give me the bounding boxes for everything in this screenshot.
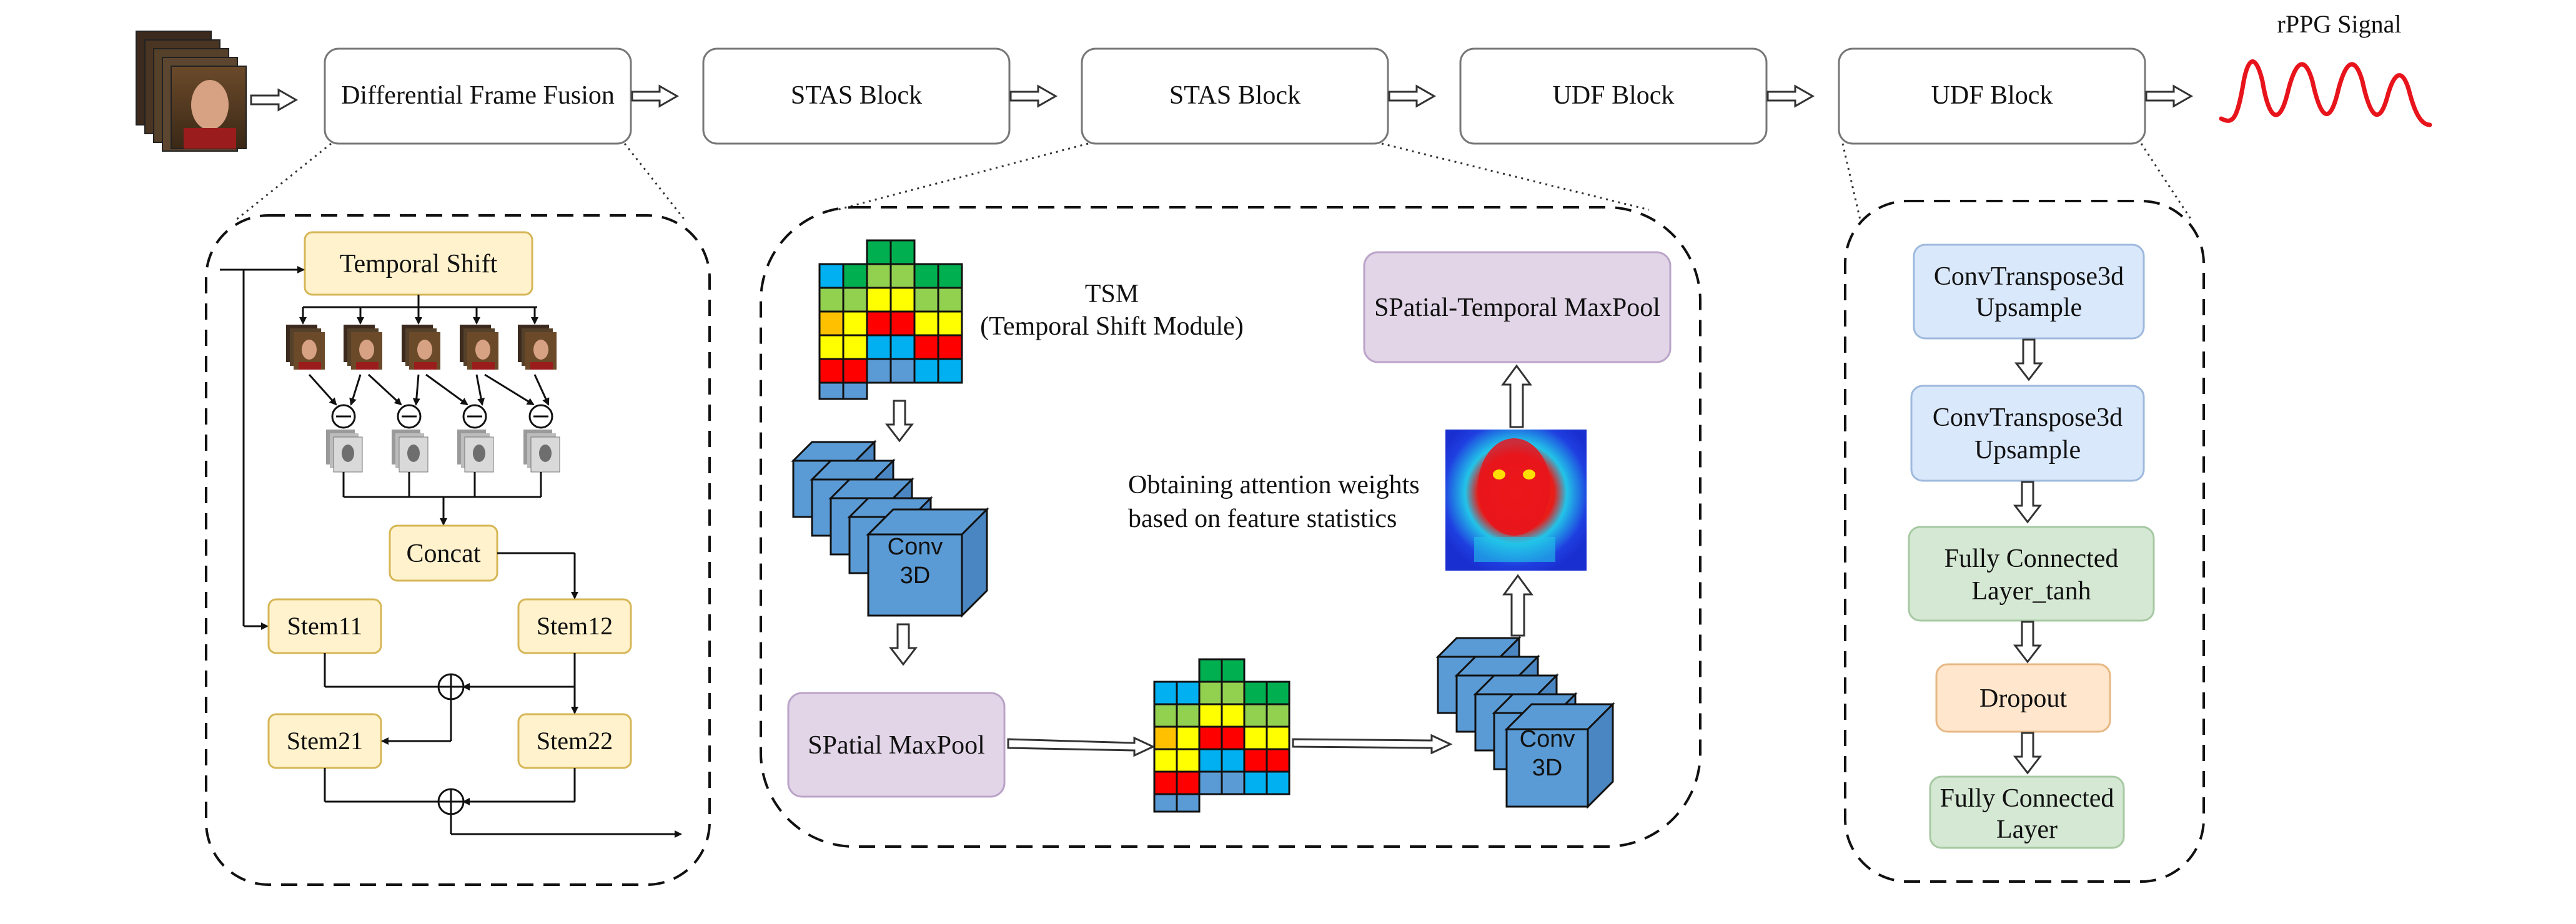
svg-text:Upsample: Upsample [1974,436,2081,464]
spatial-maxpool-box[interactable]: SPatial MaxPool [787,692,1006,798]
heatmap-to-stpool-arrow [1501,364,1532,428]
concat-box[interactable]: Concat [389,524,498,582]
udf-block-2[interactable]: UDF Block [1838,47,2146,145]
dff-detail-panel: Temporal Shift [205,214,711,886]
dff-block-label: Differential Frame Fusion [341,81,615,110]
difference-frames [326,430,560,473]
udf-block-2-label: UDF Block [1931,81,2053,110]
svg-text:Dropout: Dropout [1979,684,2067,713]
svg-text:Layer: Layer [1996,815,2058,844]
svg-text:SPatial MaxPool: SPatial MaxPool [808,731,985,760]
dff-connectors [220,266,538,630]
svg-text:Stem11: Stem11 [287,612,363,640]
conv3d-label-2-line2: 3D [1532,755,1563,781]
udf-block-1-label: UDF Block [1553,81,1675,110]
stas-block-1-label: STAS Block [791,81,922,110]
svg-text:ConvTranspose3d: ConvTranspose3d [1933,403,2123,432]
conv3d-cube-stack-2: Conv 3D [1435,636,1615,809]
udf-item-5[interactable]: Fully Connected Layer [1929,775,2125,849]
svg-text:TSM: TSM [1085,280,1139,308]
merge-connectors [342,472,542,526]
stas-block-2-label: STAS Block [1169,81,1300,110]
svg-text:Temporal Shift: Temporal Shift [340,250,498,278]
conv3d-cube-stack-1: Conv 3D [791,440,989,618]
conv-to-heatmap-arrow [1502,574,1533,637]
shifted-frames [286,325,557,370]
rppg-signal-label: rPPG Signal [2277,10,2402,38]
svg-text:Stem21: Stem21 [287,727,363,755]
stas-detail-panel: TSM (Temporal Shift Module) Conv 3D [760,206,1702,848]
svg-text:Upsample: Upsample [1976,293,2082,322]
conv3d-label-2-line1: Conv [1520,726,1575,752]
svg-text:Stem12: Stem12 [537,612,613,640]
stem-connectors [324,552,682,838]
svg-text:Fully Connected: Fully Connected [1940,784,2114,813]
maxpool-to-grid-arrow [1007,736,1156,757]
udf-item-1[interactable]: ConvTranspose3d Upsample [1913,243,2145,340]
udf-block-1[interactable]: UDF Block [1459,47,1768,145]
svg-text:ConvTranspose3d: ConvTranspose3d [1934,262,2124,291]
grid-to-conv-arrow [1292,734,1453,755]
svg-text:Fully Connected: Fully Connected [1944,544,2119,573]
udf-item-2[interactable]: ConvTranspose3d Upsample [1910,385,2145,482]
svg-text:Stem22: Stem22 [537,727,613,755]
rppg-signal: rPPG Signal [2219,10,2432,127]
stas-block-1[interactable]: STAS Block [702,47,1011,145]
conv3d-label-1-line2: 3D [900,563,931,589]
spatial-temporal-maxpool-box[interactable]: SPatial-Temporal MaxPool [1363,251,1672,363]
svg-text:Concat: Concat [407,539,481,568]
udf-item-3[interactable]: Fully Connected Layer_tanh [1908,526,2155,622]
attention-heatmap [1445,430,1587,571]
svg-text:(Temporal Shift Module): (Temporal Shift Module) [980,312,1244,341]
input-face-stack [136,31,247,152]
stem12-box[interactable]: Stem12 [517,598,632,654]
projection-lines [235,142,2192,221]
svg-text:SPatial-Temporal MaxPool: SPatial-Temporal MaxPool [1374,293,1660,322]
pooled-cube-grid [1153,658,1290,813]
svg-text:based on feature statistics: based on feature statistics [1128,504,1397,533]
udf-detail-panel: ConvTranspose3d Upsample ConvTranspose3d… [1844,200,2205,883]
attention-label: Obtaining attention weights based on fea… [1128,471,1420,533]
dff-block[interactable]: Differential Frame Fusion [324,47,632,145]
svg-text:Layer_tanh: Layer_tanh [1971,577,2091,606]
svg-text:Obtaining attention weights: Obtaining attention weights [1128,471,1420,499]
stem22-box[interactable]: Stem22 [517,713,632,769]
tsm-cube-grid [818,239,963,400]
difference-operators [308,373,553,429]
udf-item-dropout[interactable]: Dropout [1935,663,2111,733]
stas-block-2[interactable]: STAS Block [1081,47,1389,145]
stem21-box[interactable]: Stem21 [267,713,382,769]
temporal-shift-box[interactable]: Temporal Shift [304,231,533,296]
conv3d-label-1-line1: Conv [888,534,943,560]
tsm-label: TSM (Temporal Shift Module) [980,280,1244,341]
stem11-box[interactable]: Stem11 [267,598,382,654]
